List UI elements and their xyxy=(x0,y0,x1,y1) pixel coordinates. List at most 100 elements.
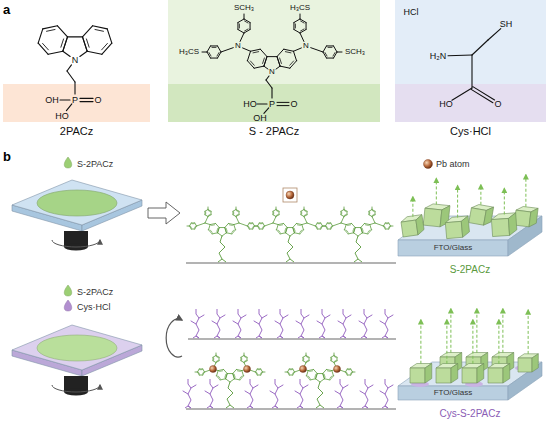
amine-stub xyxy=(343,385,348,388)
substrate-top xyxy=(12,180,142,225)
bond-line xyxy=(67,71,75,82)
amine-stub xyxy=(325,315,330,318)
ring-bond xyxy=(212,357,213,361)
ring-bond xyxy=(248,223,250,226)
ring-inner-bond xyxy=(200,369,202,370)
double-bond xyxy=(473,87,495,100)
ring-bond xyxy=(249,222,253,223)
ring-bond xyxy=(205,210,208,212)
ring-bond xyxy=(218,369,223,370)
carboxyl-stub xyxy=(191,321,196,324)
ring-inner-bond xyxy=(310,370,313,372)
ring-inner-bond xyxy=(208,214,210,215)
ring-bond xyxy=(253,226,255,229)
atom-label: N xyxy=(303,42,309,50)
ring-inner-bond xyxy=(369,212,370,214)
ring-inner-bond xyxy=(263,58,265,63)
ring-bond xyxy=(102,43,112,54)
ring-bond xyxy=(293,372,295,375)
atom-label: HO xyxy=(439,100,453,109)
carboxyl-stub xyxy=(296,321,301,324)
double-bond xyxy=(277,102,289,103)
ring-bond xyxy=(238,19,244,23)
ring-inner-bond xyxy=(333,53,335,57)
bond-line xyxy=(221,48,233,52)
bond-line xyxy=(353,372,356,373)
ring-inner-bond xyxy=(250,223,252,224)
ring-inner-bond xyxy=(352,228,354,231)
atom-label: HCl xyxy=(404,8,419,17)
emission-arrow xyxy=(457,186,458,218)
ring-inner-bond xyxy=(194,226,195,228)
ring-inner-bond xyxy=(372,214,374,215)
panel-b xyxy=(12,157,542,409)
ring-bond xyxy=(346,372,348,375)
ring-inner-bond xyxy=(306,360,308,361)
ring-bond xyxy=(263,226,265,229)
ring-inner-bond xyxy=(331,358,332,360)
ring-inner-bond xyxy=(304,211,306,212)
bond-line xyxy=(236,207,237,210)
ring-bond xyxy=(278,223,283,224)
bond-line xyxy=(195,372,198,373)
ring-bond xyxy=(351,369,353,372)
ring-bond xyxy=(372,210,375,212)
process-arrow xyxy=(148,202,180,224)
ring-inner-bond xyxy=(253,52,259,53)
ring-bond xyxy=(334,361,337,363)
substrate-front xyxy=(398,240,508,256)
ring-bond xyxy=(93,26,108,29)
ring-inner-bond xyxy=(289,372,290,374)
structure-background xyxy=(168,0,380,84)
ring-inner-bond xyxy=(192,223,194,224)
pb-atom xyxy=(244,366,251,373)
ring-inner-bond xyxy=(220,370,223,372)
film-disk xyxy=(37,335,117,361)
ring-bond xyxy=(199,368,203,369)
ring-bond xyxy=(304,215,307,217)
cube-side xyxy=(451,364,458,384)
carbazole-bond xyxy=(358,233,362,236)
ring-bond xyxy=(330,376,334,380)
emission-arrow xyxy=(420,320,421,364)
bond-line xyxy=(216,353,217,356)
ring-bond xyxy=(216,223,220,227)
ring-bond xyxy=(234,379,239,380)
ring-inner-bond xyxy=(297,224,300,226)
ring-bond xyxy=(195,226,197,229)
amine-stub xyxy=(368,385,373,388)
ring-bond xyxy=(344,210,347,212)
ring-bond xyxy=(259,222,263,223)
ring-inner-bond xyxy=(208,211,210,212)
ring-bond xyxy=(302,357,303,361)
bond-line xyxy=(448,54,472,56)
atom-label: SH xyxy=(500,20,513,29)
ring-bond xyxy=(261,369,263,372)
ring-inner-bond xyxy=(347,372,348,374)
bond-line xyxy=(276,207,277,210)
ring-bond xyxy=(354,228,356,233)
bond-line xyxy=(60,99,70,100)
carbazole-bond xyxy=(276,66,280,69)
double-bond xyxy=(471,89,493,102)
ring-inner-bond xyxy=(372,211,374,212)
ring-bond xyxy=(326,226,328,229)
ring-bond xyxy=(216,356,219,358)
ring-inner-bond xyxy=(218,376,220,378)
ring-inner-bond xyxy=(301,29,305,31)
ring-bond xyxy=(344,230,348,234)
ring-bond xyxy=(204,211,205,215)
ring-bond xyxy=(385,222,389,223)
ring-bond xyxy=(247,61,254,68)
atom-label: H₂N xyxy=(430,52,447,61)
double-bond xyxy=(80,101,93,102)
ring-bond xyxy=(207,46,211,52)
ring-inner-bond xyxy=(368,230,370,232)
pb-atom xyxy=(334,366,341,373)
ring-inner-bond xyxy=(239,24,240,28)
carbazole-bond xyxy=(287,227,293,228)
ring-inner-bond xyxy=(245,29,249,31)
ring-bond xyxy=(277,49,284,56)
ring-inner-bond xyxy=(330,226,331,228)
ring-bond xyxy=(212,233,217,234)
